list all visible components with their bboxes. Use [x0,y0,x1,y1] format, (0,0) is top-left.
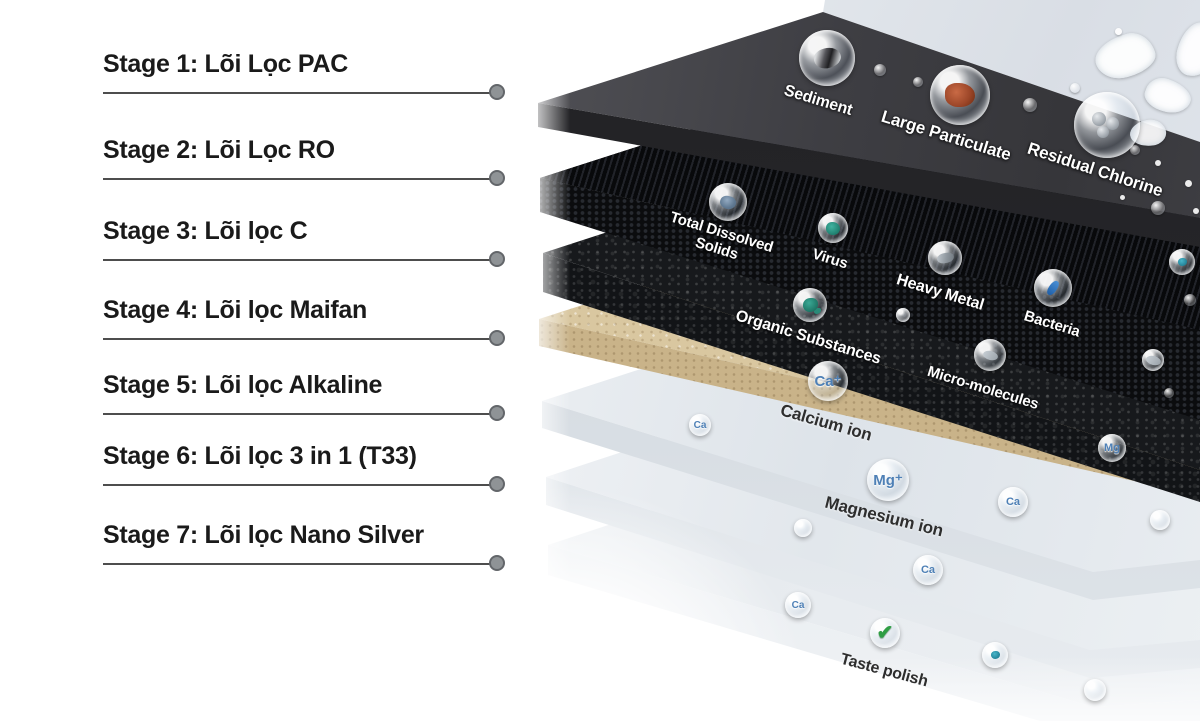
magnesium-ion-bubble-icon: Mg [1098,434,1126,462]
stage-4-endpoint-dot [489,330,505,346]
water-droplet [913,77,923,87]
calcium-ion-bubble-icon: Ca [913,555,943,585]
calcium-symbol: Ca [1005,496,1021,508]
calcium-symbol: Ca⁺ [814,373,842,390]
heavy-metal-particle [935,251,955,265]
taste-polish-check-bubble-icon: ✔ [870,618,900,648]
check-icon: ✔ [876,622,894,644]
water-droplet [1193,208,1199,214]
micro-molecule-particle [981,348,999,362]
stage-5-label: Stage 5: Lõi lọc Alkaline [103,371,383,399]
water-droplet [874,64,886,76]
stage-item-4: Stage 4: Lõi lọc Maifan [103,296,513,346]
stage-3-connector-line [103,259,495,261]
organic-particle [802,298,818,312]
stage-3-label: Stage 3: Lõi lọc C [103,217,308,245]
calcium-symbol: Ca [920,564,936,576]
stage-6-endpoint-dot [489,476,505,492]
water-droplet [1184,294,1196,306]
stage-2-endpoint-dot [489,170,505,186]
virus-bubble-icon [818,213,848,243]
filter-stack-illustration: Ca⁺ Ca Mg⁺ Mg Ca Ca Ca ✔ Sediment Large … [530,0,1200,721]
water-droplet [1120,195,1125,200]
stage-6-connector-line [103,484,495,486]
stage-7-endpoint-dot [489,555,505,571]
water-droplet [1185,180,1192,187]
water-droplet [1115,28,1122,35]
stage-1-endpoint-dot [489,84,505,100]
water-droplet [1130,145,1140,155]
chlorine-particle [1090,110,1124,140]
micro-molecules-bubble-icon [1142,349,1164,371]
water-droplet [1155,160,1161,166]
calcium-symbol: Ca [791,599,805,611]
magnesium-symbol: Mg [1104,442,1120,454]
calcium-ion-bubble-icon: Ca⁺ [808,361,848,401]
heavy-metal-bubble-icon [928,241,962,275]
virus-particle [826,221,840,235]
water-droplet [1164,388,1174,398]
water-bubble [982,642,1008,668]
calcium-symbol: Ca [693,419,707,431]
stage-1-connector-line [103,92,495,94]
water-droplet [1151,201,1165,215]
water-bubble [1084,679,1106,701]
micro-molecules-bubble-icon [974,339,1006,371]
stage-item-6: Stage 6: Lõi lọc 3 in 1 (T33) [103,442,513,492]
stage-item-1: Stage 1: Lõi Lọc PAC [103,50,513,100]
stage-4-label: Stage 4: Lõi lọc Maifan [103,296,367,324]
virus-particle [1177,258,1187,266]
micro-molecule-particle [1144,353,1162,367]
stage-item-3: Stage 3: Lõi lọc C [103,217,513,267]
stage-7-connector-line [103,563,495,565]
sediment-particle [811,44,843,72]
stage-item-7: Stage 7: Lõi lọc Nano Silver [103,521,513,571]
magnesium-ion-bubble-icon: Mg⁺ [867,459,909,501]
stage-2-connector-line [103,178,495,180]
stage-list: Stage 1: Lõi Lọc PAC Stage 2: Lõi Lọc RO… [0,0,530,721]
calcium-ion-bubble-icon: Ca [998,487,1028,517]
stage-5-endpoint-dot [489,405,505,421]
stage-item-2: Stage 2: Lõi Lọc RO [103,136,513,186]
stage-5-connector-line [103,413,495,415]
large-particulate-bubble-icon [930,65,990,125]
stage-7-label: Stage 7: Lõi lọc Nano Silver [103,521,424,549]
stage-item-5: Stage 5: Lõi lọc Alkaline [103,371,513,421]
tds-bubble-icon [709,183,747,221]
calcium-ion-bubble-icon: Ca [785,592,811,618]
large-particulate-particle [945,83,975,107]
bacteria-particle [1045,279,1061,297]
tds-particle [718,193,738,211]
stage-1-label: Stage 1: Lõi Lọc PAC [103,50,348,78]
water-bubble [1150,510,1170,530]
calcium-ion-bubble-icon: Ca [689,414,711,436]
bubble-particle [990,651,1000,659]
water-bubble [896,308,910,322]
stage-3-endpoint-dot [489,251,505,267]
virus-bubble-icon [1169,249,1195,275]
water-droplet [1023,98,1037,112]
magnesium-symbol: Mg⁺ [873,472,903,489]
sediment-bubble-icon [799,30,855,86]
stage-6-label: Stage 6: Lõi lọc 3 in 1 (T33) [103,442,417,470]
organic-substances-bubble-icon [793,288,827,322]
stage-2-label: Stage 2: Lõi Lọc RO [103,136,335,164]
water-bubble [794,519,812,537]
water-droplet [1070,83,1080,93]
residual-chlorine-bubble-icon [1074,92,1140,158]
bacteria-bubble-icon [1034,269,1072,307]
stage-4-connector-line [103,338,495,340]
